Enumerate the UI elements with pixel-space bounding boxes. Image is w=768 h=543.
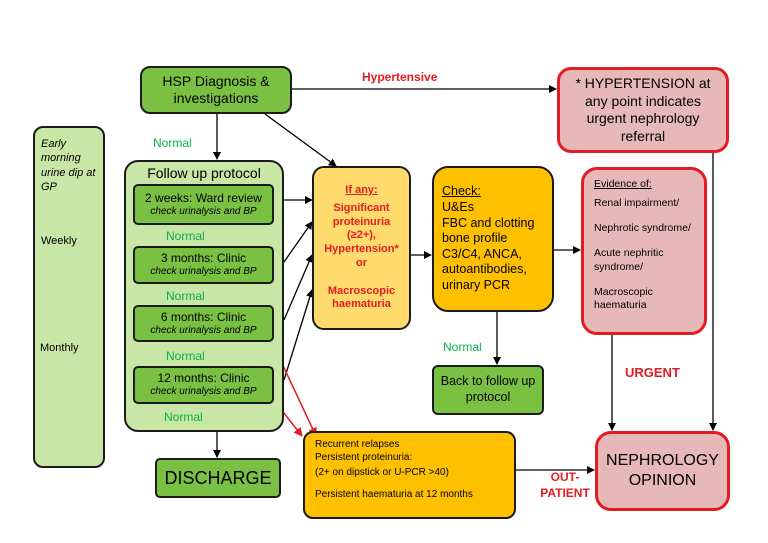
gp-urine-dip-column [33, 126, 105, 468]
if-any-criteria-node: If any: Significant proteinuria (≥2+), H… [312, 166, 411, 330]
normal-label-4: Normal [164, 410, 203, 424]
normal-label-2: Normal [166, 289, 205, 303]
recurrent-relapses-node: Recurrent relapses Persistent proteinuri… [303, 431, 516, 519]
normal-label-1: Normal [166, 229, 205, 243]
follow-up-title: Follow up protocol [147, 165, 261, 181]
hypertension-urgent-node: * HYPERTENSION at any point indicates ur… [557, 67, 729, 153]
out-patient-label: OUT- PATIENT [540, 470, 590, 500]
normal-label-hsp: Normal [153, 136, 192, 150]
monthly-label: Monthly [40, 342, 79, 354]
normal-label-check: Normal [443, 340, 482, 354]
arrow-hsp-ifany [264, 113, 337, 167]
step-3-months: 3 months: Clinic check urinalysis and BP [133, 246, 274, 284]
normal-label-3: Normal [166, 349, 205, 363]
hypertensive-label: Hypertensive [362, 70, 438, 84]
weekly-label: Weekly [41, 235, 77, 247]
step-12-months: 12 months: Clinic check urinalysis and B… [133, 366, 274, 404]
check-investigations-node: Check: U&Es FBC and clotting bone profil… [432, 166, 554, 312]
early-morning-label: Early morning urine dip at GP [41, 138, 96, 193]
back-to-follow-up-node: Back to follow up protocol [432, 365, 544, 415]
step-2-weeks: 2 weeks: Ward review check urinalysis an… [133, 184, 274, 225]
step-6-months: 6 months: Clinic check urinalysis and BP [133, 305, 274, 342]
urgent-label: URGENT [625, 365, 680, 380]
hsp-diagnosis-node: HSP Diagnosis & investigations [140, 66, 292, 114]
discharge-node: DISCHARGE [155, 458, 281, 498]
evidence-of-node: Evidence of: Renal impairment/ Nephrotic… [581, 167, 707, 335]
nephrology-opinion-node: NEPHROLOGY OPINION [595, 431, 730, 511]
